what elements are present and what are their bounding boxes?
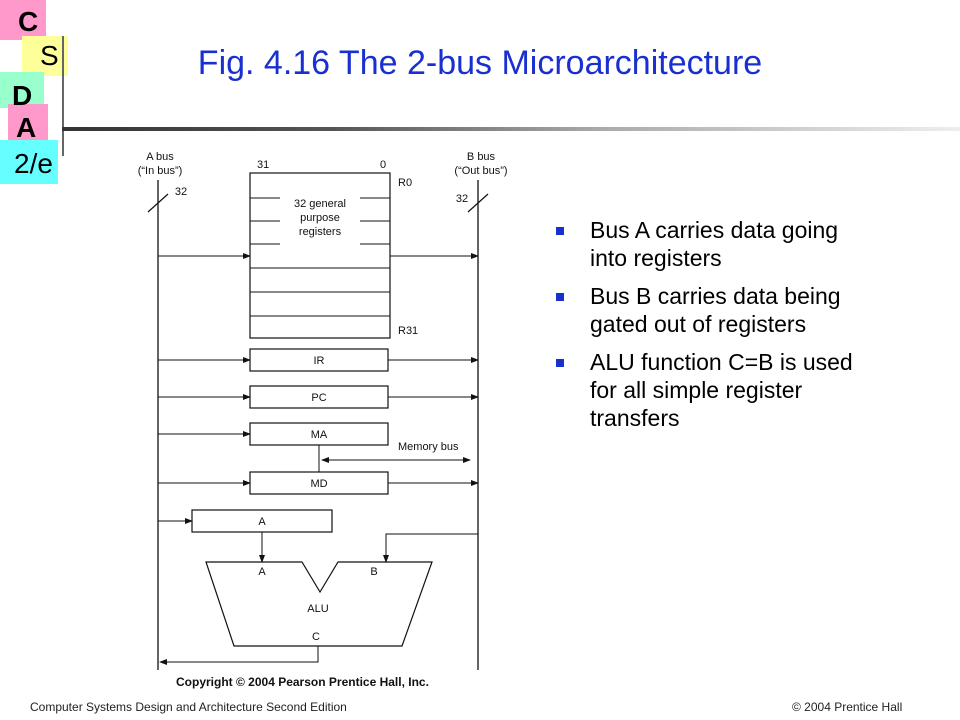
bullet-item: ALU function C=B is used for all simple … <box>554 348 854 432</box>
bullet-square-icon <box>556 293 564 301</box>
bit-31-label: 31 <box>257 159 269 171</box>
a-bus-sublabel: (“In bus”) <box>138 165 183 177</box>
alu-input-a-label: A <box>258 566 266 578</box>
gpr-label-2: purpose <box>300 212 340 224</box>
a-bus-label: A bus <box>146 151 174 163</box>
r31-label: R31 <box>398 325 418 337</box>
b-bus-width-slash <box>467 193 489 213</box>
bullet-text: ALU function C=B is used for all simple … <box>590 349 853 431</box>
alu-shape <box>205 561 433 647</box>
gpr-label-1: 32 general <box>294 198 346 210</box>
alu-output-label: C <box>312 631 320 643</box>
slide-title: Fig. 4.16 The 2-bus Microarchitecture <box>0 44 960 83</box>
b-bus-width: 32 <box>456 193 468 205</box>
logo-letter-c: C <box>18 6 39 37</box>
bullet-square-icon <box>556 359 564 367</box>
gpr-label-3: registers <box>299 226 342 238</box>
bullet-item: Bus A carries data going into registers <box>554 216 854 272</box>
logo-letter-d: D <box>12 80 33 111</box>
memory-bus-label: Memory bus <box>398 441 459 453</box>
b-bus-label: B bus <box>467 151 496 163</box>
ir-label: IR <box>314 355 325 367</box>
b-bus-sublabel: (“Out bus”) <box>454 165 507 177</box>
a-bus-width-slash <box>147 193 169 213</box>
alu-input-b-label: B <box>370 566 377 578</box>
logo-letter-a: A <box>16 112 37 143</box>
alu-label: ALU <box>307 603 328 615</box>
title-rule <box>62 127 960 131</box>
bullet-list: Bus A carries data going into registers … <box>554 216 854 442</box>
md-label: MD <box>310 478 327 490</box>
footer-right: © 2004 Prentice Hall <box>792 700 903 714</box>
bullet-item: Bus B carries data being gated out of re… <box>554 282 854 338</box>
diagram-copyright: Copyright © 2004 Pearson Prentice Hall, … <box>176 675 429 689</box>
slide-title-text: Fig. 4.16 The 2-bus Microarchitecture <box>197 44 763 82</box>
ma-label: MA <box>311 429 328 441</box>
bit-0-label: 0 <box>380 159 386 171</box>
bullet-text: Bus A carries data going into registers <box>590 217 839 271</box>
pc-label: PC <box>311 392 326 404</box>
bullet-square-icon <box>556 227 564 235</box>
r0-label: R0 <box>398 177 412 189</box>
a-bus-width: 32 <box>175 186 187 198</box>
a-register-label: A <box>258 516 266 528</box>
bullet-text: Bus B carries data being gated out of re… <box>590 283 841 337</box>
logo-edition: 2/e <box>14 148 53 179</box>
logo-letter-s: S <box>40 40 59 71</box>
footer-left: Computer Systems Design and Architecture… <box>30 700 347 714</box>
